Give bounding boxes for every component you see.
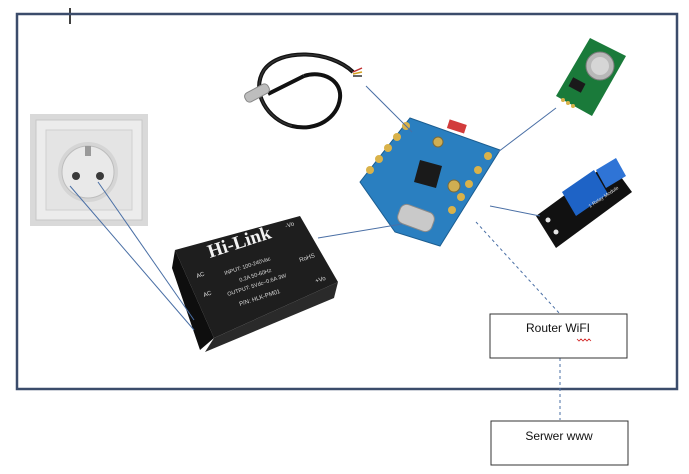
- power-module-pin-plus-vo: +Vo: [315, 276, 327, 285]
- relay-module-image: 1 Relay Module: [536, 158, 632, 248]
- hilink-power-module: Hi-Link INPUT: 100-240Vac 0.2A 50-60Hz O…: [172, 216, 338, 352]
- connector-power-to-board: [317, 223, 403, 239]
- connector-board-to-relay: [489, 205, 541, 217]
- power-module-pin-minus-vo: -Vo: [285, 221, 296, 230]
- router-box: [489, 313, 628, 359]
- wall-socket-image: [30, 114, 148, 226]
- rtc-module-image: [556, 38, 626, 116]
- server-label: Serwer www: [525, 429, 593, 443]
- dashed-connectors: [475, 221, 561, 420]
- connector-socket-to-power: [69, 185, 195, 331]
- connector-board-to-router: [475, 221, 561, 315]
- power-module-rohs: RoHS: [299, 253, 316, 264]
- connector-socket-to-power-2: [97, 181, 195, 321]
- power-module-pin-ac-bottom: AC: [203, 290, 213, 298]
- diagram-frame: [15, 12, 679, 391]
- server-box: [490, 420, 629, 466]
- microcontroller-board-image: [359, 117, 501, 247]
- router-label: Router WiFI: [526, 321, 590, 335]
- power-module-pin-ac-top: AC: [196, 271, 206, 279]
- spellcheck-underline: [576, 338, 592, 342]
- connector-board-to-rtc: [497, 107, 557, 153]
- connector-probe-to-board: [365, 85, 413, 133]
- connectors: [69, 85, 557, 331]
- temperature-probe-image: [244, 52, 363, 130]
